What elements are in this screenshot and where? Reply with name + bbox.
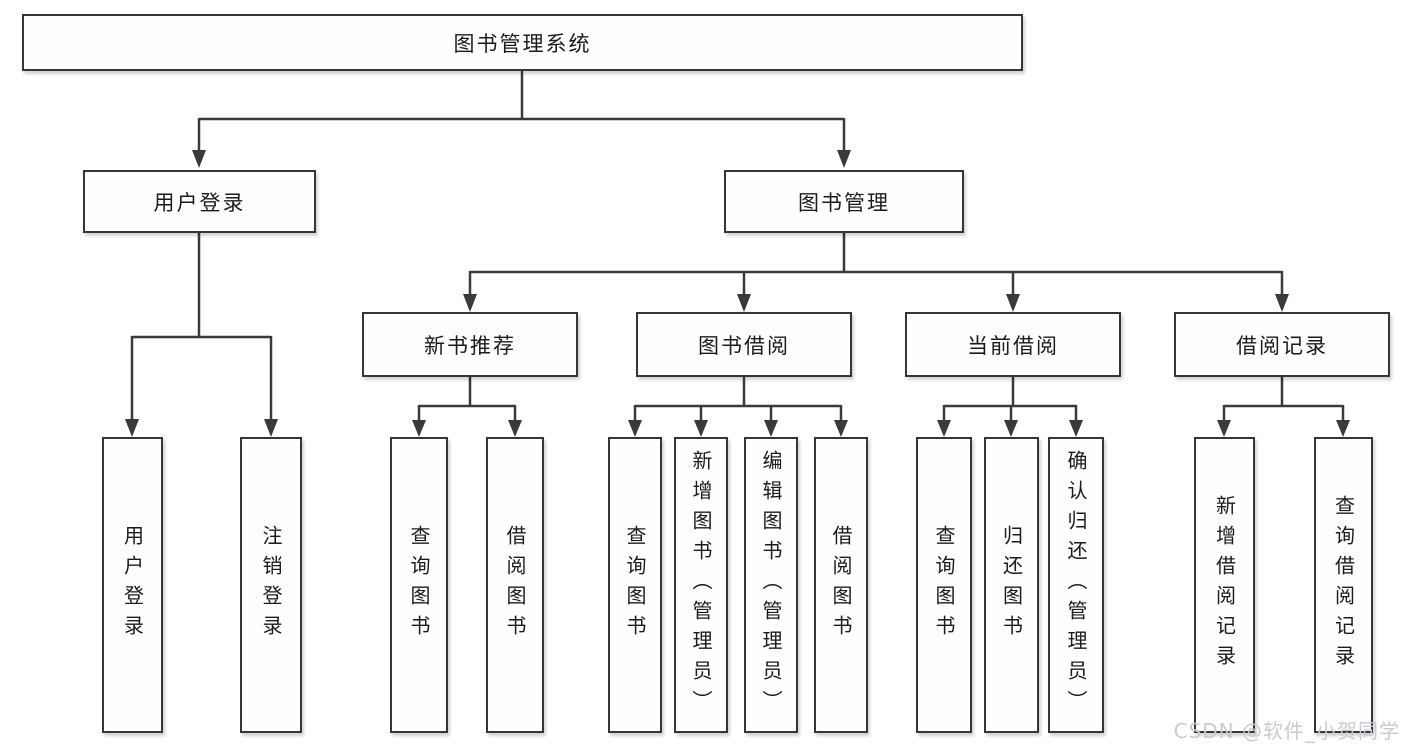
leaf-newbooks-borrow-books: 借阅图书 bbox=[486, 437, 544, 733]
node-new-book-recommend-label: 新书推荐 bbox=[424, 333, 516, 358]
leaf-current-query-books: 查询图书 bbox=[916, 437, 972, 733]
leaf-records-query-record: 查询借阅记录 bbox=[1314, 437, 1373, 733]
node-current-borrowing: 当前借阅 bbox=[905, 312, 1121, 377]
leaf-borrow-edit-books-admin: 编辑图书（管理员） bbox=[744, 437, 798, 733]
leaf-logout-login: 注销登录 bbox=[240, 437, 302, 733]
leaf-borrow-borrow-books: 借阅图书 bbox=[814, 437, 868, 733]
node-root: 图书管理系统 bbox=[22, 14, 1023, 71]
node-user-login-label: 用户登录 bbox=[153, 190, 246, 215]
node-new-book-recommend: 新书推荐 bbox=[362, 312, 578, 377]
leaf-records-add-record: 新增借阅记录 bbox=[1194, 437, 1255, 733]
leaf-user-login: 用户登录 bbox=[102, 437, 163, 733]
node-current-borrowing-label: 当前借阅 bbox=[967, 333, 1059, 358]
leaf-newbooks-query-books: 查询图书 bbox=[390, 437, 448, 733]
leaf-borrow-add-books-admin: 新增图书（管理员） bbox=[674, 437, 728, 733]
node-borrowing-records-label: 借阅记录 bbox=[1236, 333, 1328, 358]
leaf-current-return-books: 归还图书 bbox=[984, 437, 1039, 733]
node-book-borrowing-label: 图书借阅 bbox=[698, 333, 790, 358]
leaf-current-confirm-return-admin: 确认归还（管理员） bbox=[1048, 437, 1104, 733]
watermark-csdn: CSDN @软件_小贺同学 bbox=[1173, 719, 1400, 743]
node-borrowing-records: 借阅记录 bbox=[1174, 312, 1390, 377]
node-user-login: 用户登录 bbox=[83, 170, 316, 233]
node-book-management-label: 图书管理 bbox=[798, 190, 890, 215]
node-book-management: 图书管理 bbox=[724, 170, 964, 233]
node-book-borrowing: 图书借阅 bbox=[636, 312, 852, 377]
leaf-borrow-query-books: 查询图书 bbox=[608, 437, 662, 733]
node-root-label: 图书管理系统 bbox=[453, 31, 592, 56]
